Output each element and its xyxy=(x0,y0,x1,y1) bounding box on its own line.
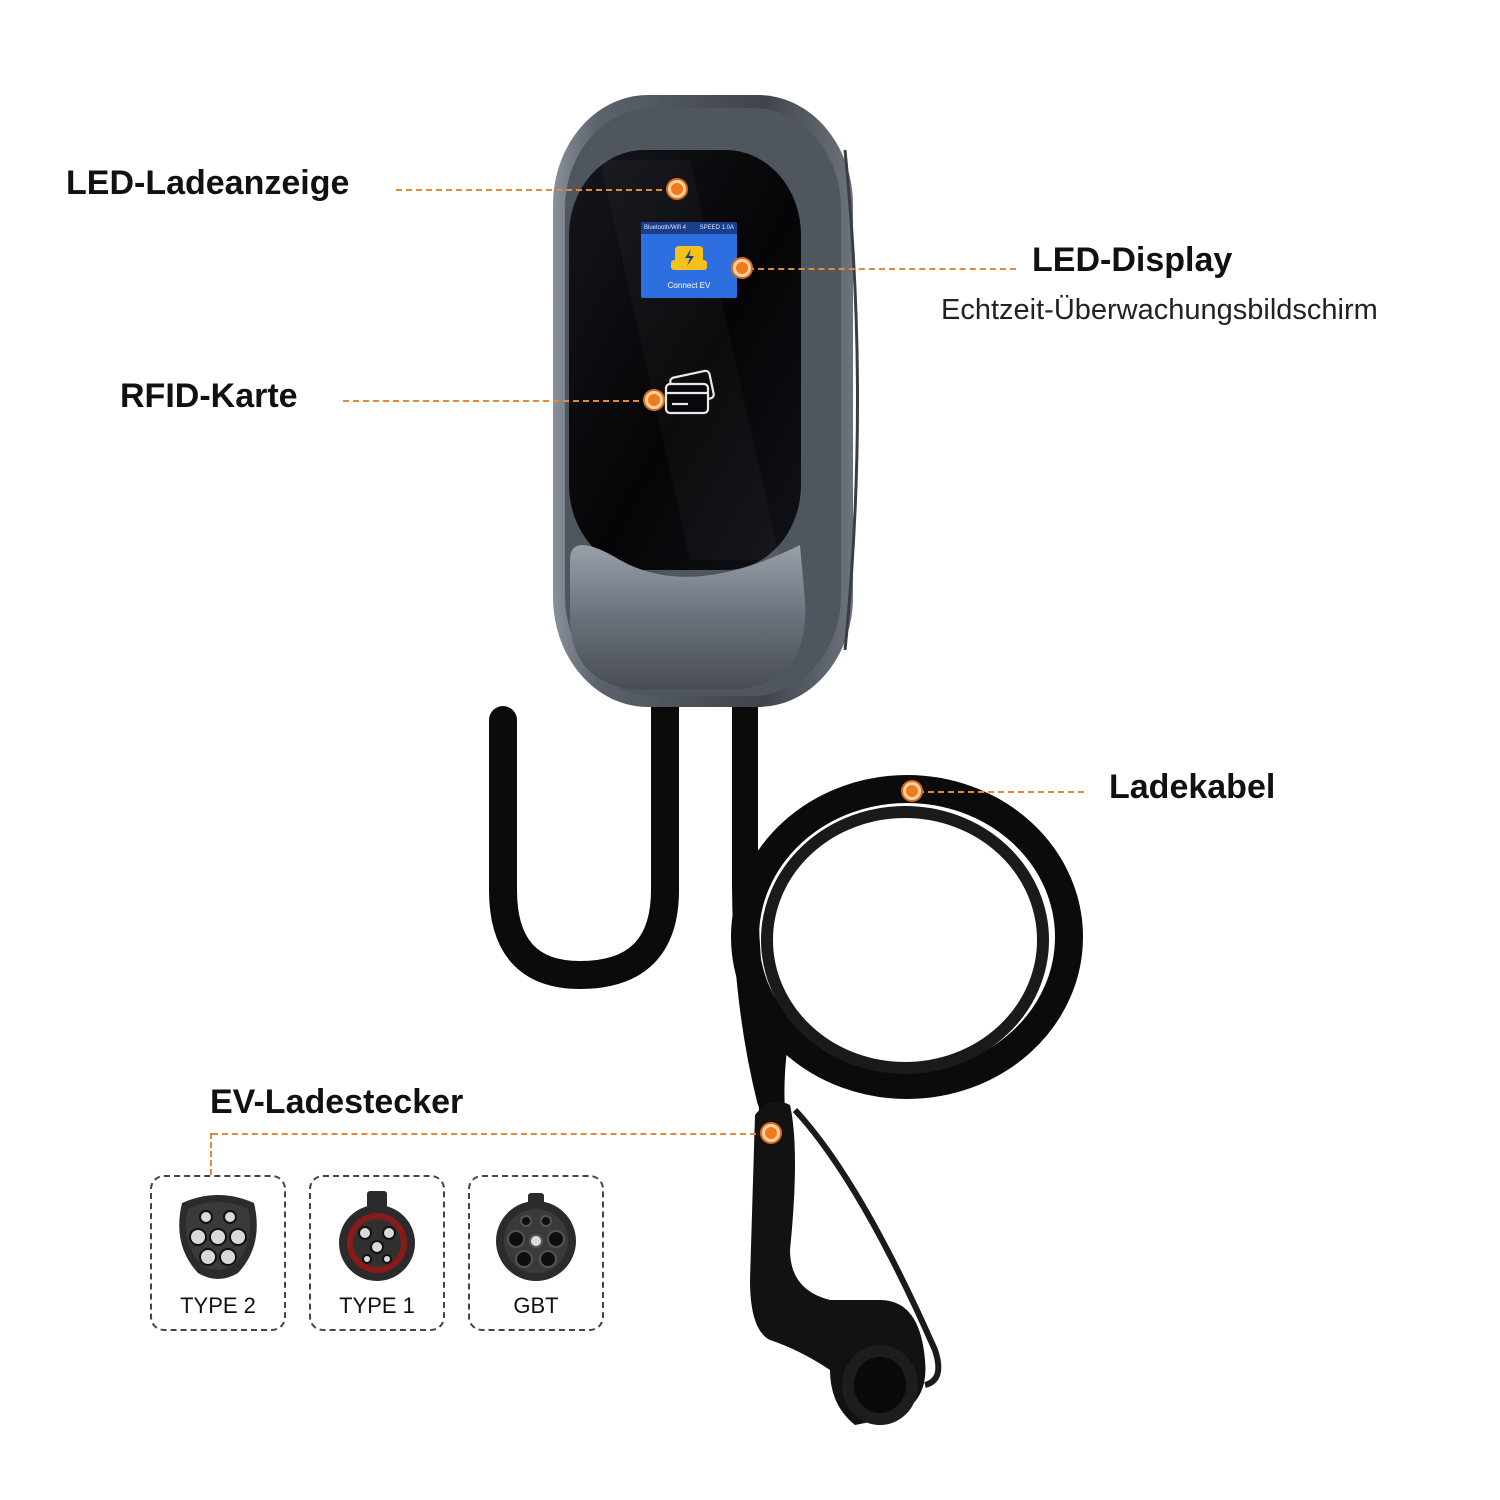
type2-connector-icon xyxy=(179,1195,257,1279)
cable-bundle xyxy=(489,686,1083,1123)
screen-message: Connect EV xyxy=(667,281,711,290)
rfid-card-icon xyxy=(664,369,715,415)
leader-cable xyxy=(918,791,1084,793)
callout-plug: EV-Ladestecker xyxy=(210,1083,464,1121)
connector-card-type2: TYPE 2 xyxy=(150,1175,286,1331)
connector-label-gbt: GBT xyxy=(513,1293,559,1318)
marker-plug xyxy=(762,1124,780,1142)
connector-card-type1: TYPE 1 xyxy=(309,1175,445,1331)
leader-rfid xyxy=(343,400,649,402)
screen-status-bar: Bluetooth/Wifi 4 SPEED 1.0A xyxy=(641,222,737,234)
connector-card-gbt: GBT xyxy=(468,1175,604,1331)
marker-led-display xyxy=(733,259,751,277)
charging-plug xyxy=(750,1101,942,1425)
callout-led-display: LED-Display xyxy=(1032,241,1233,279)
leader-led-display xyxy=(748,268,1016,270)
marker-led-indicator xyxy=(668,180,686,198)
leader-plug-vertical xyxy=(210,1133,212,1175)
connector-label-type1: TYPE 1 xyxy=(339,1293,415,1318)
leader-plug xyxy=(212,1133,766,1135)
callout-led-indicator: LED-Ladeanzeige xyxy=(66,164,350,202)
marker-cable xyxy=(903,782,921,800)
callout-cable: Ladekabel xyxy=(1109,768,1276,806)
marker-rfid xyxy=(645,391,663,409)
connector-label-type2: TYPE 2 xyxy=(180,1293,256,1318)
led-display-screen: Bluetooth/Wifi 4 SPEED 1.0A Connect EV xyxy=(641,222,737,298)
car-charging-icon xyxy=(671,246,707,270)
leader-led-indicator xyxy=(396,189,672,191)
screen-status-left: Bluetooth/Wifi 4 xyxy=(644,225,687,231)
type1-connector-icon xyxy=(339,1191,415,1281)
callout-led-display-sub: Echtzeit-Überwachungsbildschirm xyxy=(941,294,1378,326)
gbt-connector-icon xyxy=(496,1193,576,1281)
screen-status-right: SPEED 1.0A xyxy=(699,225,734,231)
callout-rfid: RFID-Karte xyxy=(120,377,298,415)
